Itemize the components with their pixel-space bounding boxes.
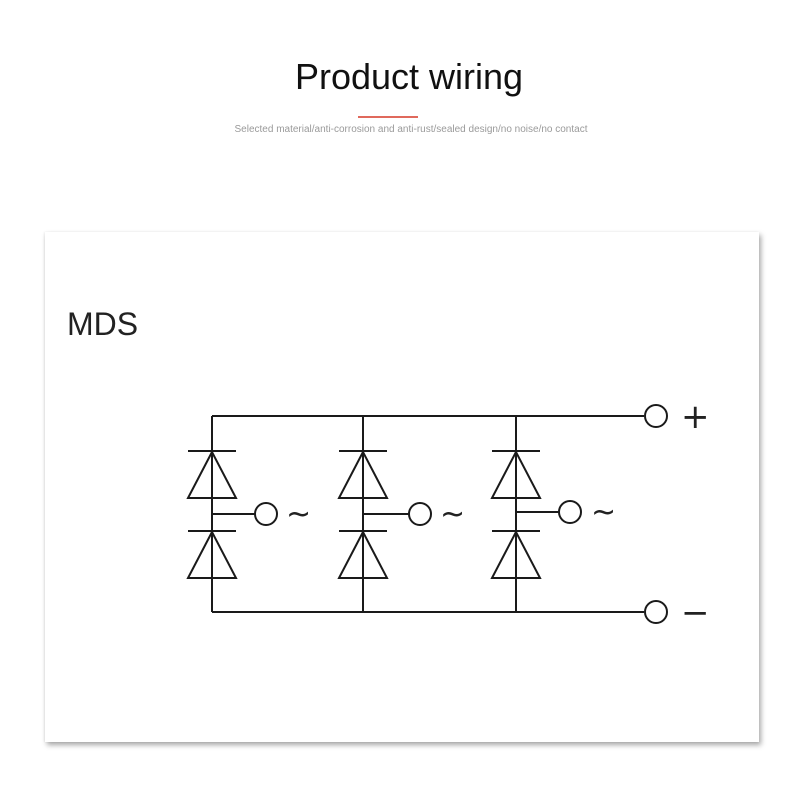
diode-5-triangle — [490, 449, 542, 499]
ac-1-label: ~ — [286, 497, 311, 532]
ac-1-terminal — [254, 502, 278, 526]
page-subtitle: Selected material/anti-corrosion and ant… — [234, 124, 588, 135]
diode-1-triangle — [186, 449, 238, 499]
rectifier-leg-3 — [490, 416, 582, 612]
positive-terminal-label: + — [681, 397, 710, 437]
diode-4-triangle — [337, 529, 389, 579]
diode-6-triangle — [490, 529, 542, 579]
diode-2-triangle — [186, 529, 238, 579]
ac-3-terminal — [558, 500, 582, 524]
diagram-model-label: MDS — [67, 306, 139, 342]
ac-3-label: ~ — [591, 495, 616, 530]
page-title: Product wiring — [294, 56, 524, 97]
wiring-diagram-panel: MDS — [45, 232, 759, 742]
ac-2-label: ~ — [440, 497, 465, 532]
title-underline — [358, 116, 418, 118]
negative-terminal-label: − — [681, 593, 710, 633]
positive-terminal — [644, 404, 668, 428]
diode-3-triangle — [337, 449, 389, 499]
bridge-rectifier-circuit: + − ~ ~ ~ — [186, 397, 710, 633]
rectifier-leg-1 — [186, 416, 278, 612]
negative-terminal — [644, 600, 668, 624]
ac-2-terminal — [408, 502, 432, 526]
rectifier-leg-2 — [337, 416, 432, 612]
